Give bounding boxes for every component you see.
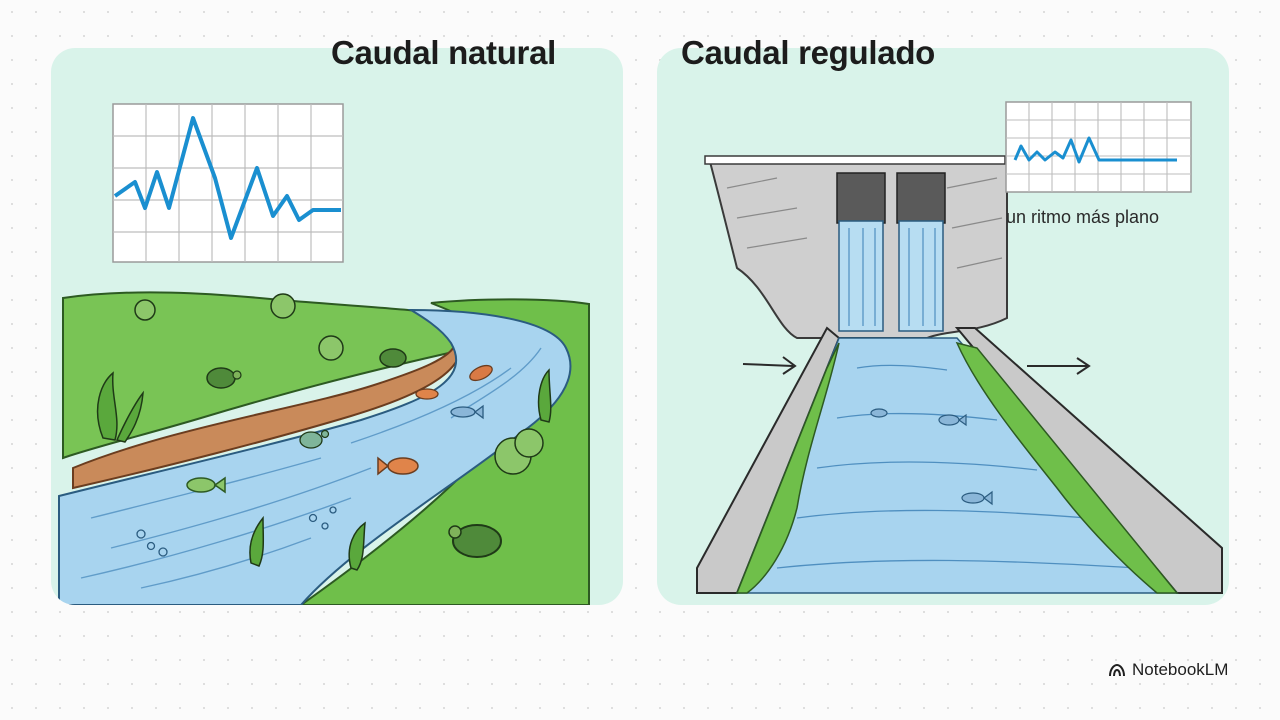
regulated-flow-line <box>1013 136 1177 164</box>
fish-icon <box>415 388 439 400</box>
fish-icon <box>870 408 888 418</box>
flow-out-arrow-icon <box>1027 357 1091 375</box>
turtle-icon <box>448 524 502 558</box>
natural-flow-panel <box>51 48 623 605</box>
fish-icon <box>938 413 967 427</box>
natural-flow-line <box>113 116 341 240</box>
fish-icon <box>469 364 493 382</box>
flow-in-arrow-icon <box>742 356 797 375</box>
regulated-hydrograph <box>1005 101 1192 193</box>
natural-river-illustration <box>58 103 590 605</box>
turtle-icon <box>299 429 330 449</box>
notebooklm-logo-icon <box>1109 663 1125 677</box>
turtle-icon <box>379 348 407 368</box>
fish-icon <box>450 404 484 420</box>
fish-icon <box>377 456 419 476</box>
flatter-rhythm-label: un ritmo más plano <box>1006 207 1160 227</box>
brand-watermark: NotebookLM <box>1108 660 1228 680</box>
regulated-flow-title: Caudal regulado <box>681 34 936 71</box>
fish-icon <box>186 476 226 494</box>
natural-flow-title: Caudal natural <box>331 34 557 71</box>
fish-icon <box>961 490 993 506</box>
regulated-flow-panel <box>657 48 1229 605</box>
natural-hydrograph <box>112 103 344 263</box>
dam-canal-illustration <box>696 101 1223 594</box>
turtle-icon <box>206 367 242 389</box>
canal-wall-left <box>696 326 841 594</box>
brand-name: NotebookLM <box>1132 660 1229 679</box>
